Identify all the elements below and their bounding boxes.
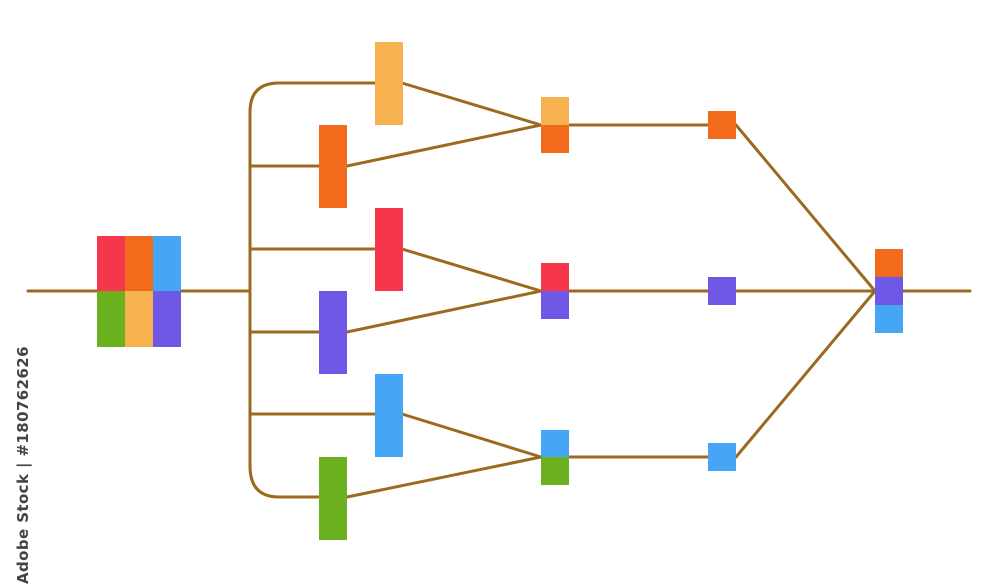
branch-bar-orange (319, 125, 347, 208)
branch-bar-blue (375, 374, 403, 457)
single-mid-purple (708, 277, 736, 305)
merge-top-b (345, 123, 543, 168)
pair-mid-purple (541, 291, 569, 319)
source-cell-orange (125, 236, 153, 292)
source-cell-blue (153, 236, 181, 292)
merge-top-a (400, 81, 543, 127)
color-blocks (97, 42, 903, 540)
output-orange (875, 249, 903, 277)
stock-watermark-text: Adobe Stock | #180762626 (14, 346, 32, 584)
source-cell-light-orange (125, 291, 153, 347)
pair-top-orange (541, 125, 569, 153)
branch-spine-line (248, 81, 379, 293)
branch-bar-purple (319, 291, 347, 374)
source-cell-green (97, 291, 125, 347)
source-cell-purple (153, 291, 181, 347)
branch-bar-green (319, 457, 347, 540)
source-cell-red (97, 236, 125, 292)
output-purple (875, 277, 903, 305)
branch-bar-light-orange (375, 42, 403, 125)
branch-spine-lower (248, 289, 322, 499)
connector-lines (26, 81, 972, 499)
merge-bot-a (400, 412, 543, 459)
branch-bar-red (375, 208, 403, 291)
pair-mid-red (541, 263, 569, 291)
pair-bot-green (541, 457, 569, 485)
single-bot-blue (708, 443, 736, 471)
converge-top-line (734, 123, 877, 293)
converge-bot-line (734, 289, 877, 459)
merge-mid-b (345, 289, 543, 334)
output-blue (875, 305, 903, 333)
pair-top-light-orange (541, 97, 569, 125)
merge-bot-b (345, 455, 543, 499)
pair-bot-blue (541, 430, 569, 458)
merge-mid-a (400, 247, 543, 293)
single-top-orange (708, 111, 736, 139)
